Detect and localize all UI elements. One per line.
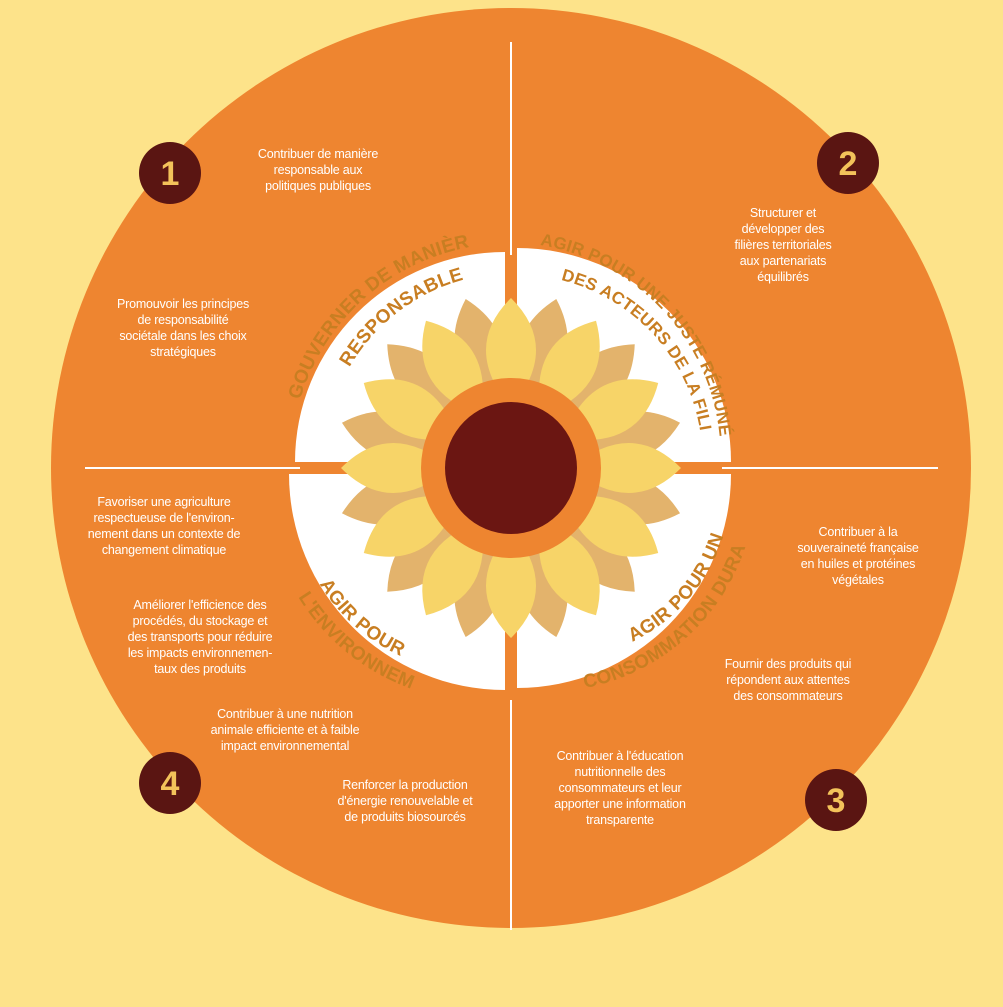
sunflower-center	[445, 402, 577, 534]
section-4-item-3: Contribuer à une nutrition animale effic…	[210, 707, 360, 753]
section-4-item-1: Favoriser une agriculture respectueuse d…	[87, 495, 241, 557]
badge-3: 3	[805, 769, 867, 831]
badge-2-number: 2	[839, 145, 858, 183]
section-3-item-3: Contribuer à l'éducation nutritionnelle …	[554, 749, 686, 827]
section-2-item-1: Structurer et développer des filières te…	[734, 206, 832, 284]
badge-4: 4	[139, 752, 201, 814]
badge-1-number: 1	[161, 155, 180, 193]
section-1-item-2: Promouvoir les principes de responsabili…	[116, 297, 250, 359]
section-4-item-2: Améliorer l'efficience des procédés, du …	[127, 598, 273, 676]
badge-2: 2	[817, 132, 879, 194]
section-3-item-1: Contribuer à la souveraineté française e…	[797, 525, 919, 587]
badge-3-number: 3	[827, 782, 846, 820]
section-3-item-2: Fournir des produits qui répondent aux a…	[724, 657, 852, 703]
section-1-item-1: Contribuer de manière responsable aux po…	[257, 147, 379, 193]
badge-4-number: 4	[161, 765, 180, 803]
section-4-item-4: Renforcer la production d'énergie renouv…	[337, 778, 473, 824]
badge-1: 1	[139, 142, 201, 204]
